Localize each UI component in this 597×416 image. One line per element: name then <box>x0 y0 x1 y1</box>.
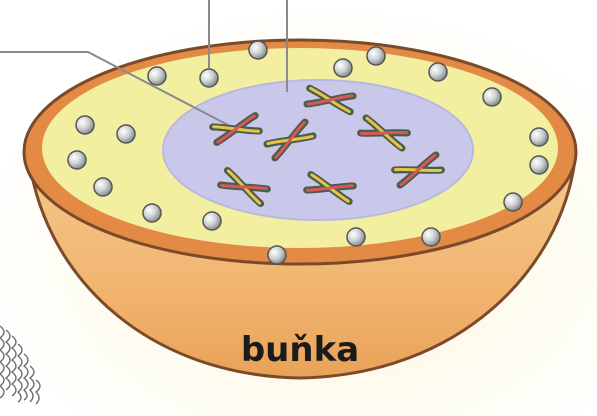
organelle <box>429 63 447 81</box>
organelle <box>143 204 161 222</box>
organelle <box>422 228 440 246</box>
organelle <box>530 156 548 174</box>
organelle <box>117 125 135 143</box>
organelle <box>504 193 522 211</box>
organelle <box>268 246 286 264</box>
organelle <box>483 88 501 106</box>
cell-label: buňka <box>241 330 359 370</box>
organelle <box>94 178 112 196</box>
organelle <box>203 212 221 230</box>
organelle <box>347 228 365 246</box>
organelle <box>68 151 86 169</box>
organelle <box>200 69 218 87</box>
organelle <box>530 128 548 146</box>
organelle <box>76 116 94 134</box>
organelle <box>334 59 352 77</box>
organelle <box>367 47 385 65</box>
organelle <box>249 41 267 59</box>
organelle <box>148 67 166 85</box>
